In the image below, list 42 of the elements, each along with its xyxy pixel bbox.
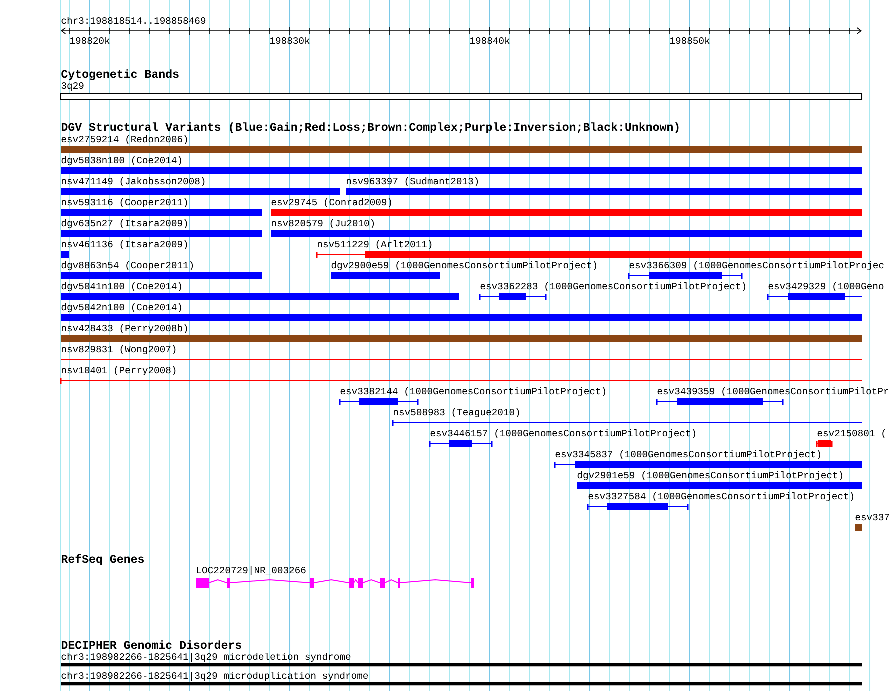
variant-label: esv3345837 (1000GenomesConsortiumPilotProject) (556, 450, 820, 460)
track-title: RefSeq Genes (62, 554, 144, 566)
variant-label: esv337 (856, 514, 890, 521)
variant-label: nsv511229 (Arlt2011) (318, 240, 432, 250)
tick-label: 198820k (70, 37, 110, 44)
variant-label: dgv5042n100 (Coe2014) (62, 304, 182, 313)
variant-label: esv3382144 (1000GenomesConsortiumPilotProject) (340, 388, 606, 397)
variant-label: esv3327584 (1000GenomesConsortiumPilotProject) (588, 492, 854, 502)
disorder-label: chr3:198982266-1825641|3q29 microduplication syndrome (62, 672, 368, 682)
band-label: 3q29 (62, 82, 84, 91)
variant-label: esv3366309 (1000GenomesConsortiumPilotProjec (630, 262, 884, 270)
variant-label: esv2150801 ( (818, 430, 886, 439)
track-title: DECIPHER Genomic Disorders (62, 640, 242, 650)
variant-label: nsv820579 (Ju2010) (272, 220, 374, 228)
variant-label: nsv10401 (Perry2008) (62, 366, 176, 376)
variant-label: nsv428433 (Perry2008b) (62, 324, 188, 334)
variant-label: dgv5038n100 (Coe2014) (62, 156, 182, 166)
variant-label: dgv8863n54 (Cooper2011) (62, 262, 194, 270)
variant-label: dgv2901e59 (1000GenomesConsortiumPilotProject) (578, 472, 842, 481)
variant-label: esv3439359 (1000GenomesConsortiumPilotPr (658, 388, 888, 397)
variant-label: esv29745 (Conrad2009) (272, 198, 392, 208)
track-title: Cytogenetic Bands (62, 70, 179, 80)
variant-label: esv3446157 (1000GenomesConsortiumPilotProject) (430, 430, 696, 439)
coordinate-label: chr3:198818514..198858469 (62, 17, 206, 24)
variant-label: dgv635n27 (Itsara2009) (62, 220, 188, 228)
track-title: DGV Structural Variants (Blue:Gain;Red:Loss;Brown:Complex;Purple:Inversion;Black:Unknown) (62, 122, 679, 134)
tick-label: 198830k (270, 37, 310, 44)
tick-label: 198840k (470, 37, 510, 44)
variant-label: nsv471149 (Jakobsson2008) (62, 178, 205, 186)
variant-label: esv3362283 (1000GenomesConsortiumPilotProject) (480, 282, 746, 292)
variant-label: esv3429329 (1000Geno (768, 282, 884, 292)
gene-label: LOC220729|NR_003266 (197, 566, 306, 576)
variant-label: nsv461136 (Itsara2009) (62, 240, 188, 250)
variant-label: dgv2900e59 (1000GenomesConsortiumPilotProject) (332, 262, 596, 270)
variant-label: esv2759214 (Redon2006) (62, 136, 188, 144)
variant-label: nsv963397 (Sudmant2013) (347, 178, 478, 186)
tick-label: 198850k (670, 37, 710, 44)
variant-label: nsv593116 (Cooper2011) (62, 198, 188, 208)
disorder-label: chr3:198982266-1825641|3q29 microdeletion syndrome (62, 653, 351, 662)
variant-label: dgv5041n100 (Coe2014) (62, 282, 182, 292)
variant-label: nsv508983 (Teague2010) (394, 408, 520, 418)
variant-label: nsv829831 (Wong2007) (62, 346, 176, 355)
